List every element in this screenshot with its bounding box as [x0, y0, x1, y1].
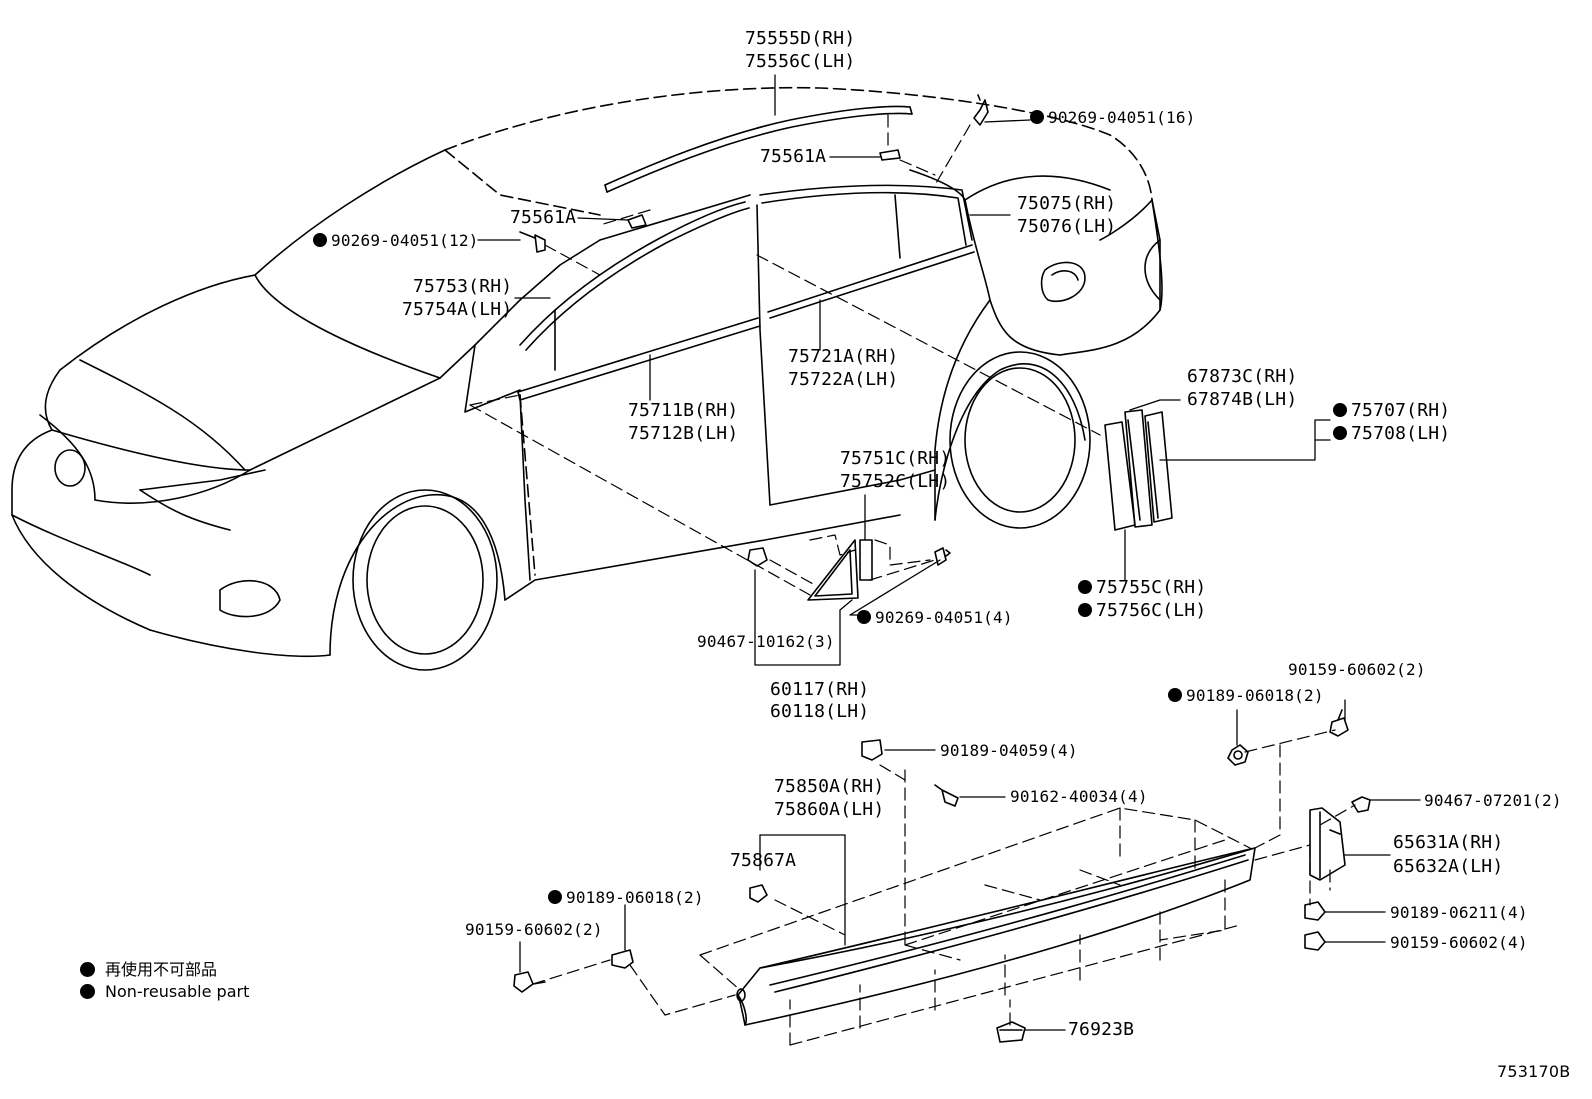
- label-75755C-text: 75755C(RH): [1096, 577, 1207, 598]
- non-reusable-dot-icon: [1333, 426, 1347, 440]
- label-60118: 60118(LH): [770, 701, 870, 722]
- non-reusable-dot-icon: [1078, 580, 1092, 594]
- label-75756C: 75756C(LH): [1078, 600, 1206, 622]
- front-door-frame-moulding: [519, 201, 750, 351]
- non-reusable-dot-icon: [857, 610, 871, 624]
- front-belt-moulding: [517, 317, 761, 401]
- legend-japanese-text: 再使用不可部品: [105, 960, 218, 979]
- non-reusable-dot-icon: [1030, 110, 1044, 124]
- rear-belt-moulding: [767, 244, 975, 319]
- label-90189-06018-bottom: 90189-06018(2): [548, 888, 704, 908]
- label-90269-4-text: 90269-04051(4): [875, 608, 1013, 627]
- label-75867A: 75867A: [730, 850, 797, 871]
- label-90189-06018-top-text: 90189-06018(2): [1186, 686, 1324, 705]
- label-65631A: 65631A(RH): [1393, 832, 1504, 853]
- leader-lines: [477, 74, 1421, 1031]
- figure-number: 753170B: [1497, 1062, 1571, 1081]
- non-reusable-dot-icon: [1333, 403, 1347, 417]
- label-75753: 75753(RH): [413, 276, 513, 297]
- label-75756C-text: 75756C(LH): [1096, 600, 1207, 621]
- label-75561A-left: 75561A: [510, 207, 577, 228]
- rear-garnish-67873: [1104, 409, 1173, 531]
- label-75076: 75076(LH): [1017, 216, 1117, 237]
- non-reusable-dot-icon: [313, 233, 327, 247]
- label-75711B: 75711B(RH): [628, 400, 739, 421]
- assembly-lines: [469, 114, 1356, 1046]
- label-90467-10162: 90467-10162(3): [697, 632, 835, 651]
- label-76923B: 76923B: [1068, 1019, 1135, 1040]
- label-75850A: 75850A(RH): [774, 776, 885, 797]
- label-90189-06018-top: 90189-06018(2): [1168, 686, 1324, 706]
- label-60117: 60117(RH): [770, 679, 870, 700]
- label-67873C: 67873C(RH): [1187, 366, 1298, 387]
- label-90159-60602-top: 90159-60602(2): [1288, 660, 1426, 679]
- fastener-icons: [513, 94, 1371, 1043]
- label-75755C: 75755C(RH): [1078, 577, 1206, 599]
- label-65632A: 65632A(LH): [1393, 856, 1504, 877]
- label-67874B: 67874B(LH): [1187, 389, 1298, 410]
- non-reusable-dot-icon: [1168, 688, 1182, 702]
- rocker-moulding: [736, 847, 1256, 1026]
- legend-english: Non-reusable part: [80, 982, 249, 1001]
- label-75707-text: 75707(RH): [1351, 400, 1451, 421]
- rear-door-frame-moulding: [759, 184, 973, 246]
- legend-english-text: Non-reusable part: [105, 982, 250, 1001]
- label-75556C: 75556C(LH): [745, 51, 856, 72]
- label-90269-16-text: 90269-04051(16): [1048, 108, 1196, 127]
- label-75712B: 75712B(LH): [628, 423, 739, 444]
- non-reusable-dot-icon: [548, 890, 562, 904]
- non-reusable-dot-icon: [80, 962, 95, 977]
- label-75075: 75075(RH): [1017, 193, 1117, 214]
- label-75860A: 75860A(LH): [774, 799, 885, 820]
- label-90159-60602-four: 90159-60602(4): [1390, 933, 1528, 952]
- label-90269-4: 90269-04051(4): [857, 608, 1013, 628]
- bracket-65631: [1309, 807, 1346, 881]
- car-body-outline: [11, 86, 1163, 671]
- label-90467-07201: 90467-07201(2): [1424, 791, 1562, 810]
- label-90189-04059: 90189-04059(4): [940, 741, 1078, 760]
- label-75751C: 75751C(RH): [840, 448, 951, 469]
- label-75707: 75707(RH): [1333, 400, 1450, 422]
- label-90189-06018-bottom-text: 90189-06018(2): [566, 888, 704, 907]
- roof-moulding: [604, 105, 913, 193]
- non-reusable-dot-icon: [80, 984, 95, 999]
- label-75722A: 75722A(LH): [788, 369, 899, 390]
- non-reusable-dot-icon: [1078, 603, 1092, 617]
- label-90162-40034: 90162-40034(4): [1010, 787, 1148, 806]
- label-90159-60602-bottom: 90159-60602(2): [465, 920, 603, 939]
- legend-japanese: 再使用不可部品: [80, 956, 217, 980]
- corner-moulding-triangle: [807, 539, 873, 601]
- label-75708-text: 75708(LH): [1351, 423, 1451, 444]
- label-75708: 75708(LH): [1333, 423, 1450, 445]
- label-90269-12: 90269-04051(12): [313, 231, 479, 251]
- label-75555D: 75555D(RH): [745, 28, 856, 49]
- label-75561A-top: 75561A: [760, 146, 827, 167]
- label-75754A: 75754A(LH): [402, 299, 513, 320]
- label-90189-06211: 90189-06211(4): [1390, 903, 1528, 922]
- label-90269-16: 90269-04051(16): [1030, 108, 1196, 128]
- label-75752C: 75752C(LH): [840, 471, 951, 492]
- label-75721A: 75721A(RH): [788, 346, 899, 367]
- label-90269-12-text: 90269-04051(12): [331, 231, 479, 250]
